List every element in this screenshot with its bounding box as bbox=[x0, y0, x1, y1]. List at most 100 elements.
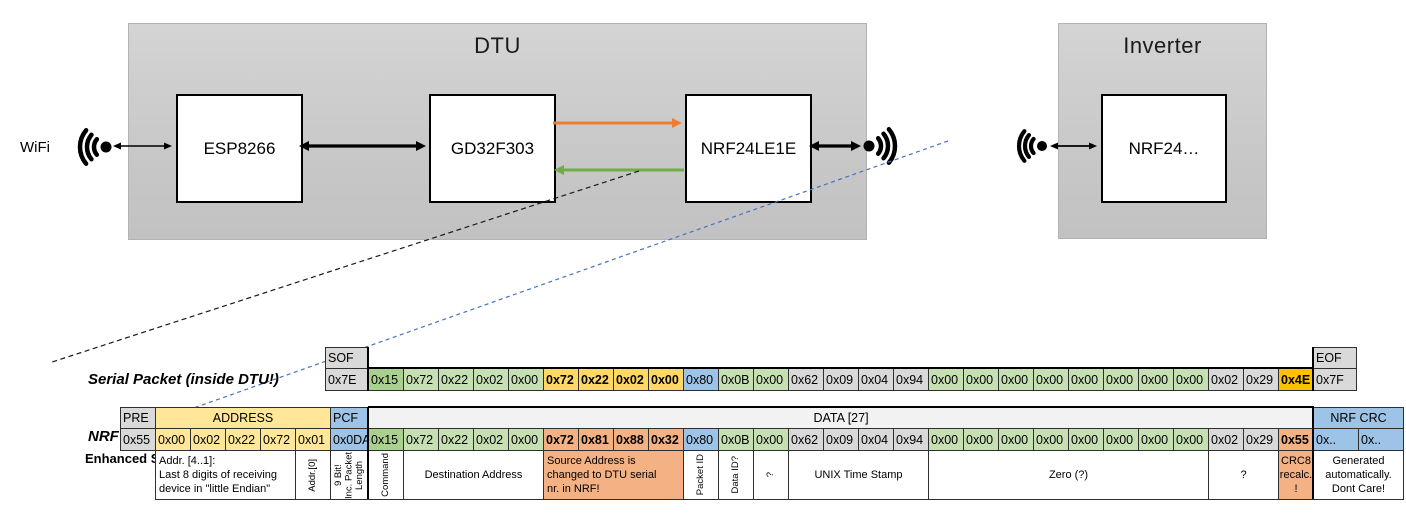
nrf-hex-cell: 0x00 bbox=[1033, 428, 1069, 451]
nrf-hex-cell: 0x55 bbox=[1278, 428, 1314, 451]
nrf-annotation-cell: Generated automatically. Dont Care! bbox=[1313, 450, 1404, 500]
inverter-radio-signal-icon-arc bbox=[1016, 129, 1027, 163]
nrf-annotation-cell: Source Address is changed to DTU serial … bbox=[543, 450, 684, 500]
dtu-title: DTU bbox=[474, 33, 521, 58]
dtu-radio-signal-icon-arc bbox=[881, 131, 891, 161]
nrf-hex-cell: 0x81 bbox=[578, 428, 614, 451]
serial-hex-cell: 0x00 bbox=[963, 368, 999, 391]
nrf-hex-cell: 0x00 bbox=[753, 428, 789, 451]
wifi-signal-icon-arc bbox=[77, 128, 89, 166]
wifi-esp-arrow-head bbox=[113, 142, 121, 150]
serial-hex-cell: 0x00 bbox=[508, 368, 544, 391]
serial-hex-cell: 0x62 bbox=[788, 368, 824, 391]
nrf-header-cell: PRE bbox=[120, 407, 156, 429]
nrf-annotation-cell: ? bbox=[1208, 450, 1279, 500]
nrf-hex-cell: 0x94 bbox=[893, 428, 929, 451]
component-label: NRF24LE1E bbox=[700, 138, 797, 158]
nrf-annotation-cell: Data ID? bbox=[718, 450, 754, 500]
serial-hex-cell: 0x00 bbox=[753, 368, 789, 391]
component-gd32f303: GD32F303 bbox=[429, 94, 556, 203]
serial-hex-cell: 0x7F bbox=[1313, 368, 1357, 391]
serial-hex-cell: 0x00 bbox=[1103, 368, 1139, 391]
wifi-signal-icon-arc bbox=[84, 132, 94, 162]
nrf-annotation-cell: Packet ID bbox=[683, 450, 719, 500]
nrf-header-cell: PCF bbox=[330, 407, 369, 429]
serial-hex-cell: 0x94 bbox=[893, 368, 929, 391]
serial-hex-cell: 0x02 bbox=[613, 368, 649, 391]
nrf-hex-cell: 0x22 bbox=[438, 428, 474, 451]
nrf-annotation-cell: Command bbox=[368, 450, 404, 500]
serial-hex-cell: 0x09 bbox=[823, 368, 859, 391]
nrf-annotation-cell: 9 Bit! Inc. Packet Length bbox=[330, 450, 369, 500]
serial-hex-cell: 0x00 bbox=[998, 368, 1034, 391]
inverter-radio-arrow-head bbox=[1050, 142, 1058, 150]
serial-hex-cell: 0x00 bbox=[648, 368, 684, 391]
nrf-hex-cell: 0x02 bbox=[1208, 428, 1244, 451]
nrf-hex-cell: 0x00 bbox=[1138, 428, 1174, 451]
serial-hex-cell: 0x15 bbox=[368, 368, 404, 391]
nrf-hex-cell: 0x00 bbox=[928, 428, 964, 451]
nrf-hex-cell: 0x55 bbox=[120, 428, 156, 451]
serial-header-spacer bbox=[368, 347, 1314, 369]
nrf-hex-cell: 0x00 bbox=[998, 428, 1034, 451]
nrf-hex-cell: 0x.. bbox=[1313, 428, 1359, 451]
component-nrf24le1e: NRF24LE1E bbox=[685, 94, 812, 203]
serial-packet-label: Serial Packet (inside DTU!) bbox=[88, 371, 279, 388]
wifi-signal-icon-dot bbox=[100, 141, 112, 153]
nrf-hex-cell: 0x01 bbox=[295, 428, 331, 451]
nrf-annotation-cell: Zero (?) bbox=[928, 450, 1209, 500]
nrf-annotation-vertical-text: 9 Bit! Inc. Packet Length bbox=[332, 451, 365, 499]
nrf-annotation-cell: CRC8 recalc. ! bbox=[1278, 450, 1314, 500]
nrf-hex-cell: 0x0B bbox=[718, 428, 754, 451]
wifi-label: WiFi bbox=[20, 139, 50, 156]
dtu-panel: DTU ESP8266 GD32F303 NRF24LE1E bbox=[128, 23, 867, 240]
nrf-annotation-cell: ? bbox=[753, 450, 789, 500]
nrf-hex-cell: 0x00 bbox=[1068, 428, 1104, 451]
nrf-hex-cell: 0x0DA bbox=[330, 428, 369, 451]
serial-hex-cell: 0x02 bbox=[473, 368, 509, 391]
serial-hex-cell: 0x04 bbox=[858, 368, 894, 391]
nrf-annotation-vertical-text: Data ID? bbox=[729, 456, 741, 494]
serial-hex-cell: 0x00 bbox=[1033, 368, 1069, 391]
nrf-hex-cell: 0x.. bbox=[1358, 428, 1404, 451]
inverter-radio-signal-icon-arc bbox=[1028, 136, 1036, 156]
nrf-hex-cell: 0x00 bbox=[1173, 428, 1209, 451]
nrf-hex-cell: 0x32 bbox=[648, 428, 684, 451]
nrf-annotation-cell: Addr.[0] bbox=[295, 450, 331, 500]
nrf-hex-cell: 0x00 bbox=[508, 428, 544, 451]
nrf-hex-cell: 0x22 bbox=[225, 428, 261, 451]
serial-hex-cell: 0x00 bbox=[928, 368, 964, 391]
nrf-hex-cell: 0x72 bbox=[543, 428, 579, 451]
serial-hex-cell: 0x80 bbox=[683, 368, 719, 391]
component-label: GD32F303 bbox=[450, 138, 535, 158]
serial-hex-cell: 0x29 bbox=[1243, 368, 1279, 391]
dtu-radio-signal-icon-arc bbox=[875, 136, 884, 156]
nrf-annotation-vertical-text: ? bbox=[764, 472, 776, 478]
nrf-hex-cell: 0x72 bbox=[403, 428, 439, 451]
serial-hex-cell: 0x00 bbox=[1068, 368, 1104, 391]
component-esp8266: ESP8266 bbox=[176, 94, 303, 203]
nrf-annotation-row: Addr. [4..1]: Last 8 digits of receiving… bbox=[120, 450, 1404, 500]
nrf-hex-cell: 0x00 bbox=[963, 428, 999, 451]
nrf-hex-cell: 0x09 bbox=[823, 428, 859, 451]
nrf-header-cell: ADDRESS bbox=[155, 407, 331, 429]
serial-hex-cell: 0x00 bbox=[1173, 368, 1209, 391]
component-label: NRF24… bbox=[1128, 138, 1200, 158]
serial-header-cell: SOF bbox=[325, 347, 369, 369]
nrf-hex-cell: 0x15 bbox=[368, 428, 404, 451]
nrf-annotation-spacer bbox=[120, 450, 156, 500]
nrf-annotation-vertical-text: Addr.[0] bbox=[306, 458, 318, 492]
nrf-hex-cell: 0x72 bbox=[260, 428, 296, 451]
serial-hex-cell: 0x0B bbox=[718, 368, 754, 391]
dtu-radio-signal-icon-arc bbox=[886, 127, 898, 165]
component-label: ESP8266 bbox=[203, 138, 276, 158]
nrf-hex-cell: 0x00 bbox=[155, 428, 191, 451]
nrf-hex-cell: 0x02 bbox=[190, 428, 226, 451]
inverter-radio-signal-icon-arc bbox=[1022, 132, 1032, 160]
